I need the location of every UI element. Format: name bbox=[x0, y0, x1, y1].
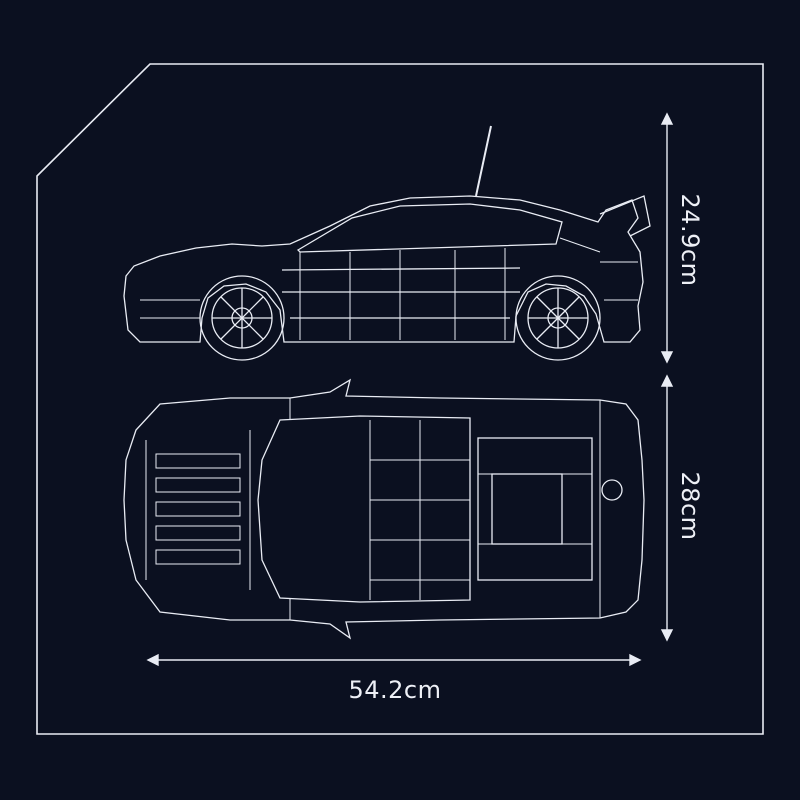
panel-lines bbox=[140, 237, 638, 340]
chassis-lines bbox=[289, 398, 601, 620]
car-side-view bbox=[123, 125, 651, 361]
engine-block bbox=[491, 473, 563, 545]
height-label: 24.9cm bbox=[676, 193, 704, 287]
rear-gear bbox=[601, 479, 623, 501]
blueprint-frame bbox=[36, 63, 764, 735]
dimension-depth bbox=[660, 374, 674, 642]
antenna bbox=[475, 125, 492, 197]
body-line bbox=[281, 267, 521, 271]
car-top-view bbox=[123, 378, 645, 640]
length-label: 54.2cm bbox=[348, 676, 442, 704]
window-outline bbox=[296, 203, 563, 253]
front-wheel bbox=[199, 275, 285, 361]
cabin-outline bbox=[257, 415, 471, 603]
rear-spoiler bbox=[599, 195, 651, 237]
depth-label: 28cm bbox=[676, 471, 704, 541]
body-outline bbox=[123, 195, 644, 343]
top-body-outline bbox=[123, 378, 645, 640]
engine-bay bbox=[477, 437, 593, 581]
front-grille bbox=[145, 430, 251, 590]
rear-wheel bbox=[515, 275, 601, 361]
dimension-length bbox=[146, 653, 642, 667]
dimension-height bbox=[660, 112, 674, 364]
